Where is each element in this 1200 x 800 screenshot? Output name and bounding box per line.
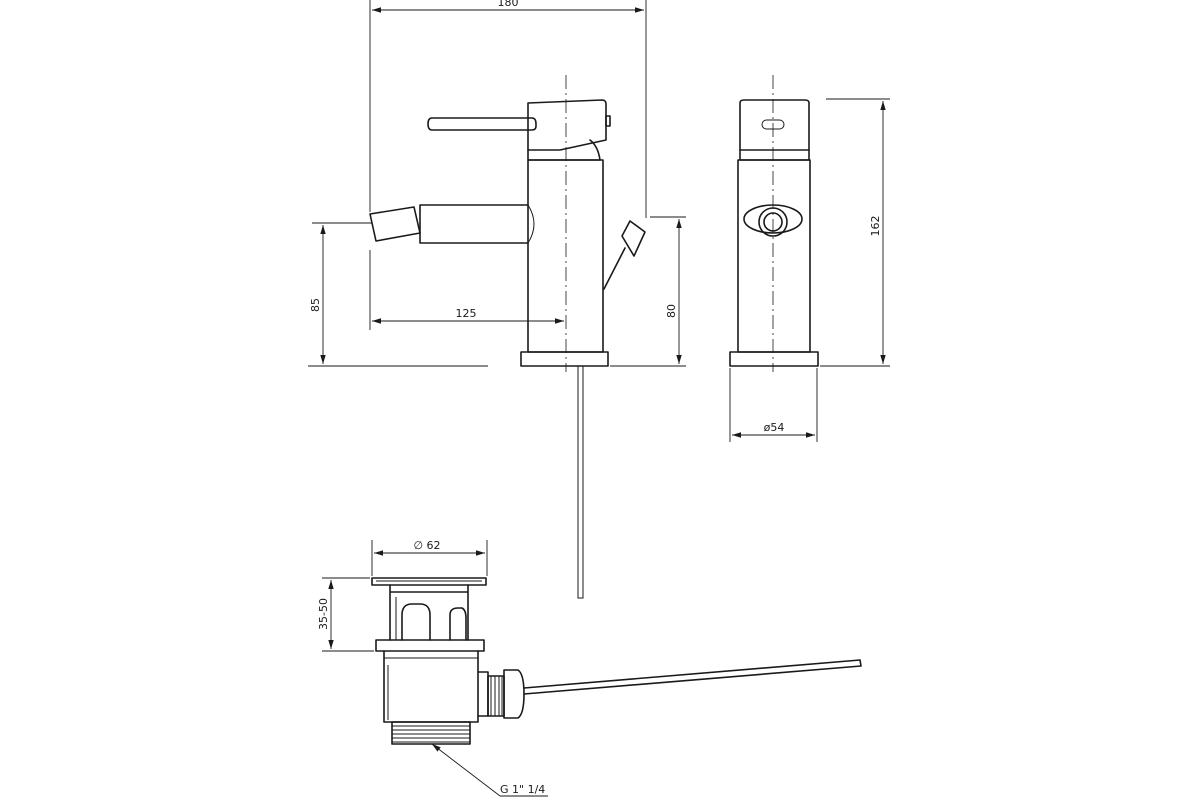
- side-cartridge-cap: [527, 99, 607, 151]
- front-base: [729, 351, 819, 367]
- waste-cage-window-left: [401, 603, 431, 641]
- waste-thread: [391, 721, 471, 745]
- front-body: [737, 159, 811, 353]
- waste-side-cap: [503, 669, 525, 719]
- waste-linkage-rod: [523, 659, 862, 695]
- front-cartridge-cap: [739, 99, 810, 151]
- side-cap-button: [605, 115, 611, 127]
- side-popup-knob: [621, 220, 646, 257]
- dim-62-label: ∅ 62: [413, 539, 440, 552]
- side-pull-rod: [577, 365, 584, 599]
- waste-cage: [389, 584, 469, 641]
- waste-lower-flange: [375, 639, 485, 652]
- side-spout-fillet: [527, 204, 535, 244]
- front-outlet-inner: [763, 212, 783, 232]
- waste-side-outlet: [477, 671, 489, 717]
- waste-cage-window-right: [449, 607, 467, 641]
- side-body: [527, 159, 604, 353]
- side-aerator: [369, 206, 421, 242]
- front-cap-collar: [739, 149, 810, 161]
- dim-162-label: 162: [869, 216, 882, 237]
- thread-leader: [431, 743, 501, 797]
- dim-3550-label: 35-50: [317, 598, 330, 630]
- popup-waste: ∅ 62 35-50 G 1" 1/4: [317, 539, 862, 797]
- thread-label: G 1" 1/4: [500, 783, 545, 796]
- side-lever-handle: [427, 117, 537, 131]
- waste-body: [383, 650, 479, 723]
- dim-180-label: 180: [498, 0, 519, 9]
- dim-125-label: 125: [456, 307, 477, 320]
- dim-54-label: ø54: [764, 421, 785, 434]
- side-view-mixer: 180 85 125 80: [308, 0, 686, 599]
- waste-flange: [371, 577, 487, 586]
- dim-85-label: 85: [309, 298, 322, 312]
- side-base: [520, 351, 609, 367]
- front-cap-indicator: [761, 119, 785, 130]
- side-popup-lever: [603, 247, 626, 290]
- front-view-mixer: 162 ø54: [729, 75, 890, 442]
- front-outlet-outer: [758, 207, 788, 237]
- waste-thread-teeth: [392, 725, 470, 743]
- waste-side-nut-teeth: [490, 676, 503, 716]
- front-outlet-ring: [743, 204, 803, 234]
- side-spout: [419, 204, 529, 244]
- dim-80-label: 80: [665, 304, 678, 318]
